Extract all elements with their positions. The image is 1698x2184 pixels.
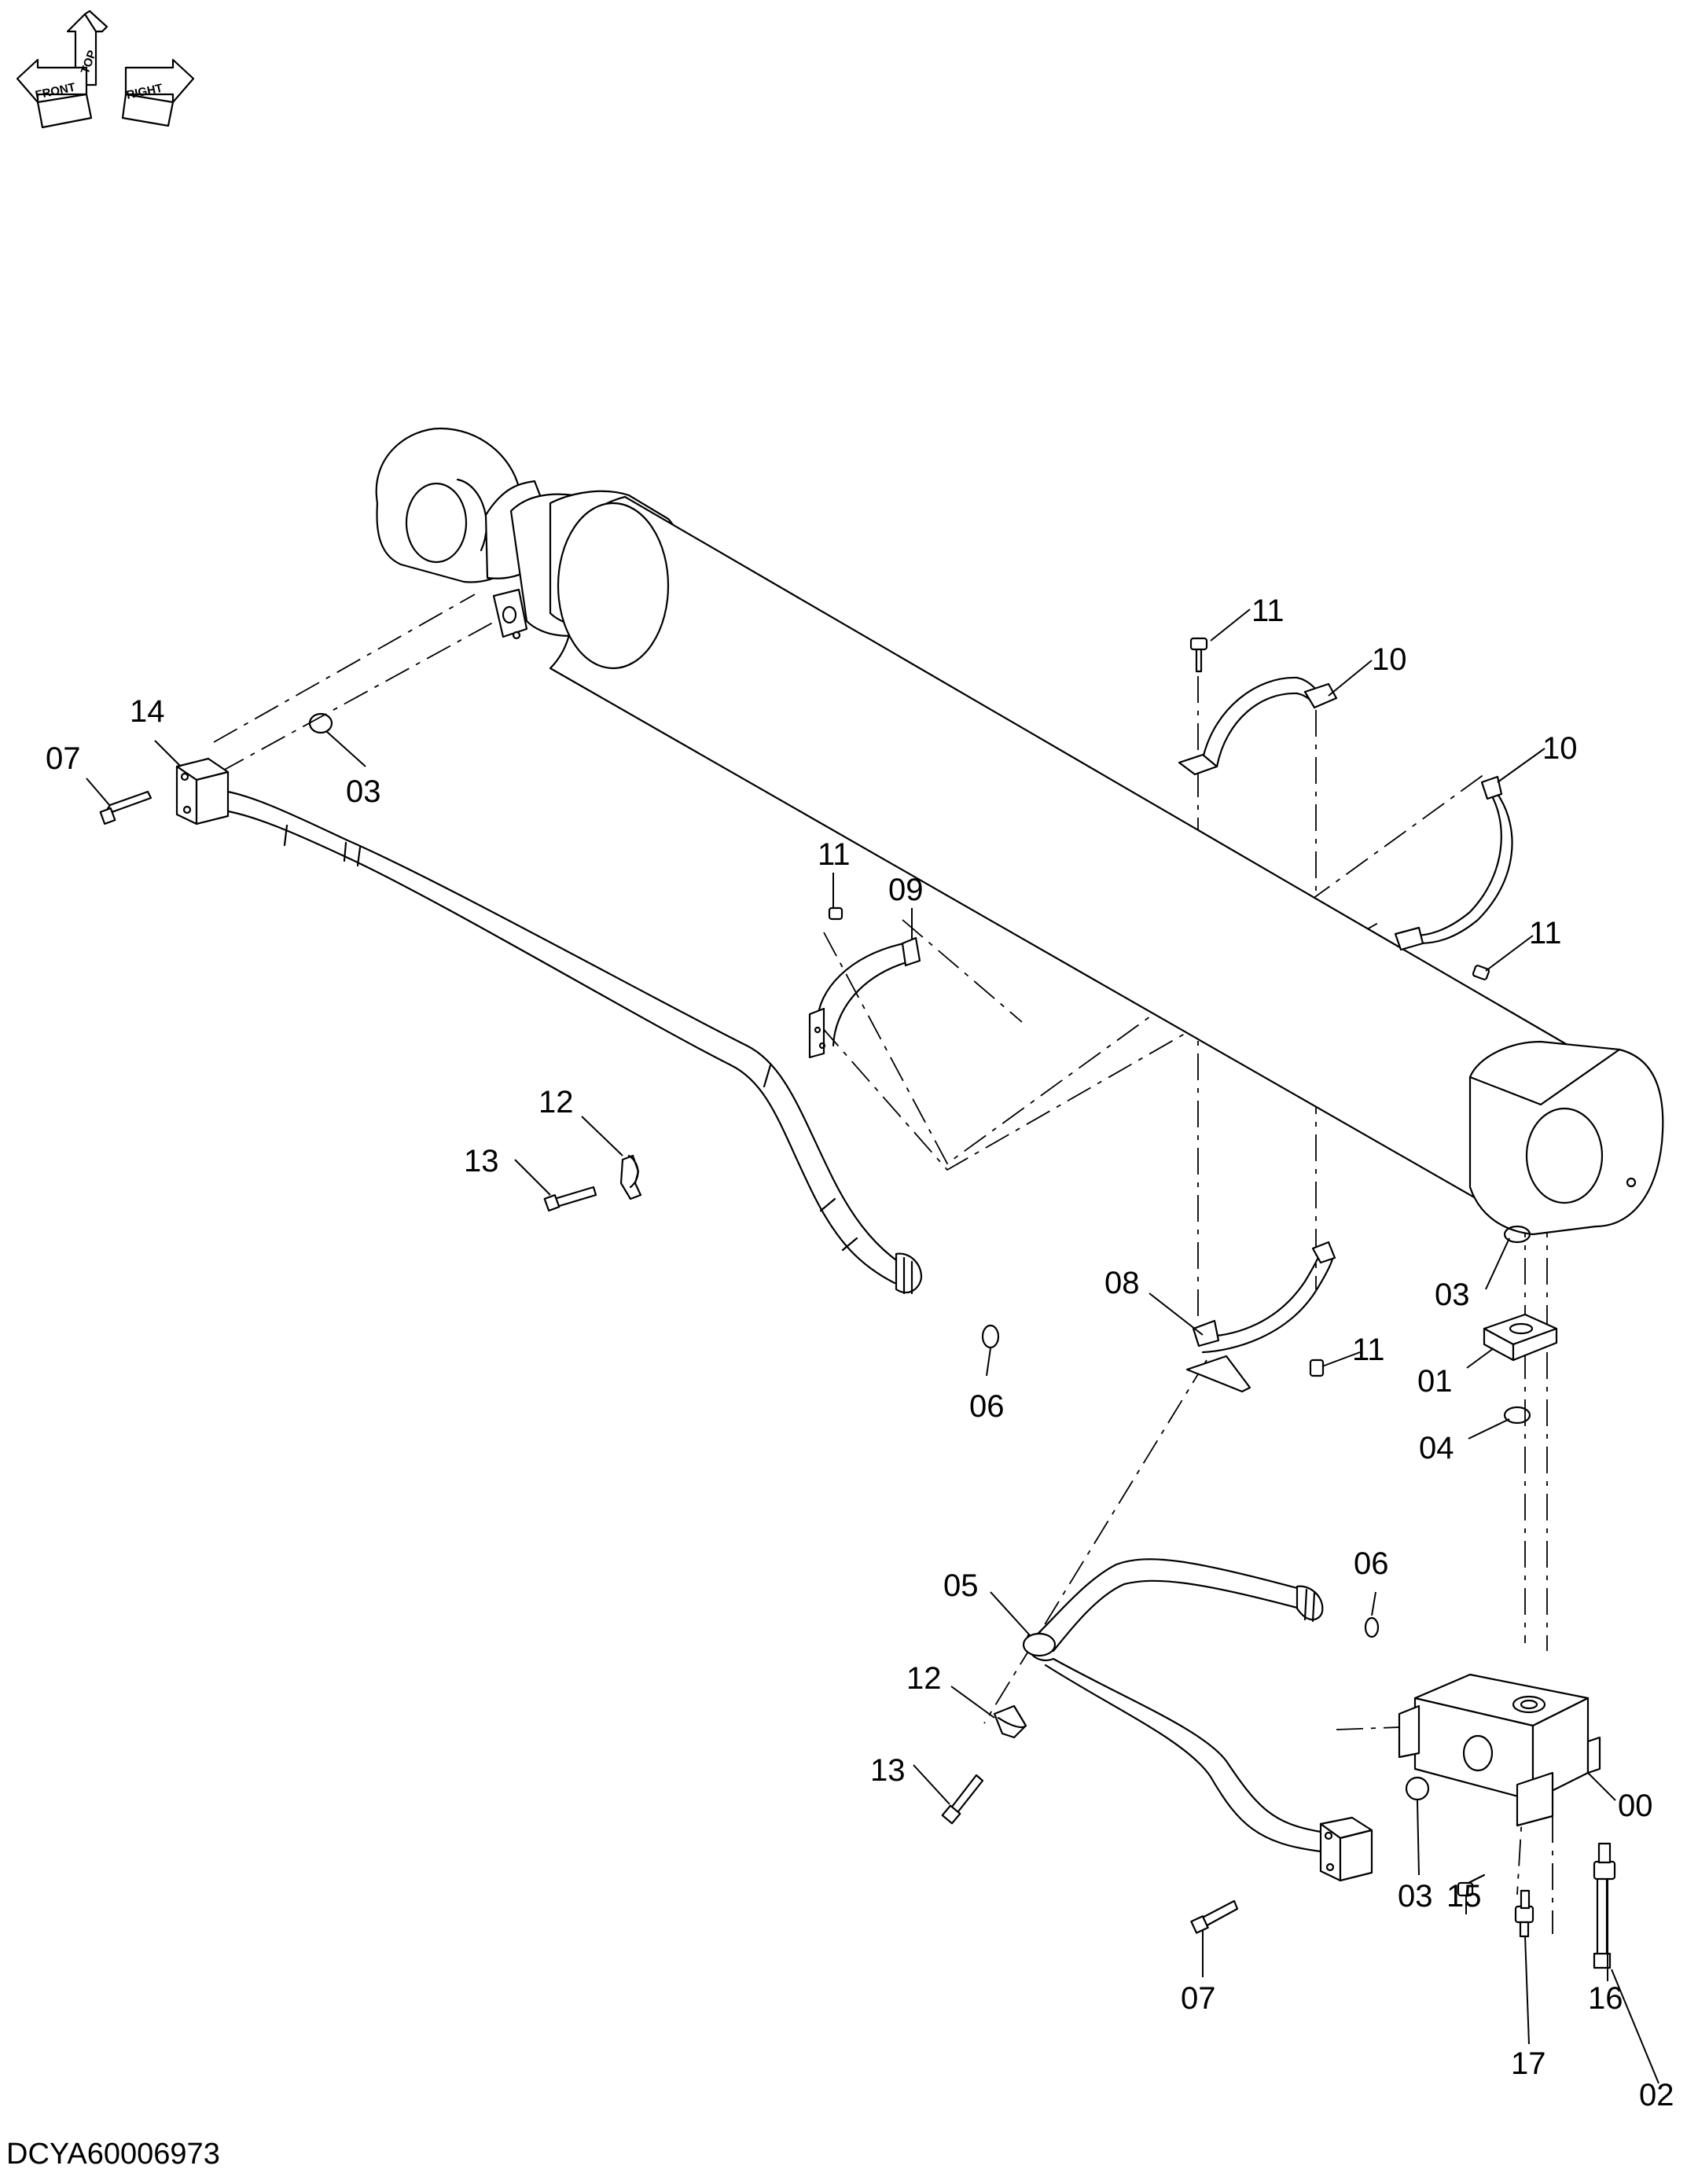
callout-07-upper: 07 <box>46 741 81 776</box>
bolt-13-lower <box>941 1774 984 1825</box>
bolt-11-right <box>1472 965 1490 980</box>
callout-05: 05 <box>943 1568 979 1603</box>
band-clamp-10-right <box>1394 775 1513 951</box>
callout-10-right: 10 <box>1542 731 1578 766</box>
fitting-17 <box>1514 1889 1534 1938</box>
callout-11-low: 11 <box>1352 1333 1385 1367</box>
callout-03-lower: 03 <box>1398 1879 1433 1914</box>
fitting-16 <box>1593 1842 1616 1881</box>
bolt-13-upper <box>543 1186 597 1212</box>
o-ring-03-lower <box>1405 1776 1430 1801</box>
callout-06-upper: 06 <box>969 1389 1005 1424</box>
band-clamp-10-upper <box>1178 676 1338 776</box>
bolt-07-upper <box>99 790 153 825</box>
pipe-clip-12-lower <box>993 1704 1027 1739</box>
hydraulic-pipe-upper <box>217 789 923 1295</box>
callout-13-lower: 13 <box>870 1753 906 1788</box>
o-ring-03-right <box>1503 1225 1531 1244</box>
callout-03-right: 03 <box>1435 1278 1470 1312</box>
bolt-02 <box>1593 1866 1612 1969</box>
callout-06-lower: 06 <box>1354 1546 1389 1581</box>
plug-15 <box>1457 1873 1486 1897</box>
callout-08: 08 <box>1104 1266 1140 1300</box>
callout-17: 17 <box>1511 2046 1546 2081</box>
callout-11-right: 11 <box>1529 916 1562 950</box>
orientation-arrows-icon: FRONT RIGHT TOP <box>16 9 195 129</box>
bolt-07-lower <box>1190 1899 1239 1934</box>
callout-01: 01 <box>1417 1364 1453 1399</box>
pipe-clip-12-upper <box>619 1154 642 1200</box>
band-clamp-08 <box>1185 1241 1336 1393</box>
callout-13-upper: 13 <box>464 1144 499 1178</box>
flange-01 <box>1483 1313 1558 1362</box>
o-ring-06-lower <box>1364 1616 1380 1638</box>
callout-16: 16 <box>1588 1981 1623 2016</box>
bolt-11-top <box>1189 637 1208 673</box>
callout-09: 09 <box>888 873 924 907</box>
callout-14: 14 <box>130 694 165 729</box>
drawing-number: DCYA60006973 <box>6 2138 220 2171</box>
callout-04: 04 <box>1419 1431 1454 1465</box>
safety-valve-block <box>1398 1673 1601 1827</box>
callout-12-upper: 12 <box>538 1085 574 1120</box>
callout-10-upper: 10 <box>1372 642 1407 677</box>
split-flange-block-lower <box>1319 1816 1373 1882</box>
leader-lines <box>86 609 1659 2084</box>
hydraulic-pipe-lower <box>1022 1558 1324 1853</box>
callout-11-top: 11 <box>1251 594 1285 628</box>
callout-03-upper: 03 <box>346 774 381 809</box>
o-ring-06-upper <box>981 1324 1000 1349</box>
callout-02: 02 <box>1639 2078 1674 2112</box>
callout-15: 15 <box>1446 1879 1482 1914</box>
callout-11-mid: 11 <box>818 837 851 872</box>
bolt-11-mid <box>828 906 843 921</box>
o-ring-03-upper <box>308 712 333 734</box>
bolt-11-low <box>1309 1359 1325 1377</box>
callout-07-lower: 07 <box>1181 1981 1216 2016</box>
callout-labels: 14 07 03 11 09 11 10 10 11 12 13 06 08 1… <box>46 594 1674 2112</box>
callout-12-lower: 12 <box>906 1661 942 1696</box>
hydraulic-cylinder <box>375 427 1664 1236</box>
split-flange-block-upper <box>175 757 230 825</box>
o-ring-04 <box>1503 1406 1531 1425</box>
callout-00: 00 <box>1618 1789 1653 1823</box>
band-clamp-09 <box>808 936 921 1059</box>
